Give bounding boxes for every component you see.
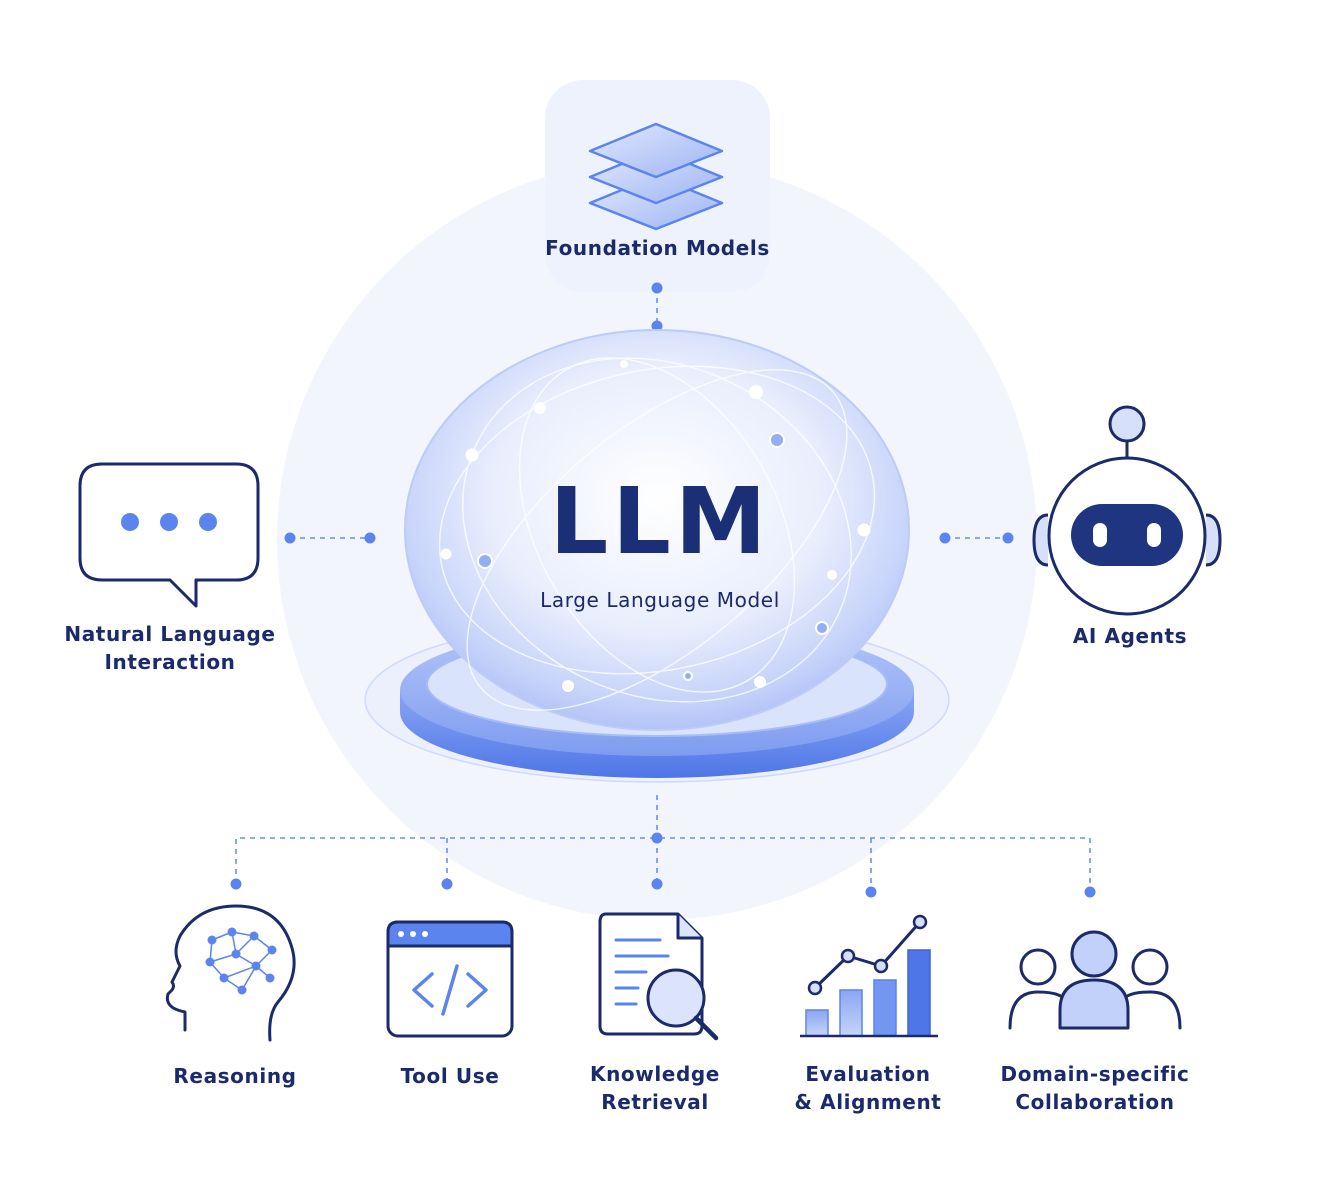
- brain-network-icon: [165, 904, 296, 1042]
- chat-bubble-icon: [78, 462, 260, 608]
- connector-dots: [230, 282, 1096, 898]
- layers-stack-icon: [588, 122, 724, 231]
- reasoning-label: Reasoning: [173, 1064, 297, 1088]
- bar-chart-trend-icon: [800, 914, 938, 1038]
- foundation-models-card: [545, 80, 770, 292]
- code-window-icon: [386, 920, 514, 1038]
- natural-language-interaction-label: Natural Language Interaction: [64, 622, 276, 674]
- evaluation-alignment-label: Evaluation & Alignment: [794, 1062, 942, 1114]
- ai-agents-label: AI Agents: [1072, 624, 1188, 648]
- llm-orb: [404, 329, 910, 731]
- document-search-icon: [598, 912, 719, 1041]
- llm-subtitle: Large Language Model: [540, 588, 780, 612]
- domain-specific-collaboration-label: Domain-specific Collaboration: [1000, 1062, 1190, 1114]
- tool-use-label: Tool Use: [400, 1064, 500, 1088]
- foundation-models-label: Foundation Models: [545, 236, 770, 260]
- llm-title: LLM: [549, 468, 771, 575]
- connector-lines: [235, 288, 1091, 892]
- robot-head-icon: [1032, 405, 1222, 616]
- knowledge-retrieval-label: Knowledge Retrieval: [590, 1062, 720, 1114]
- people-group-icon: [1008, 930, 1182, 1030]
